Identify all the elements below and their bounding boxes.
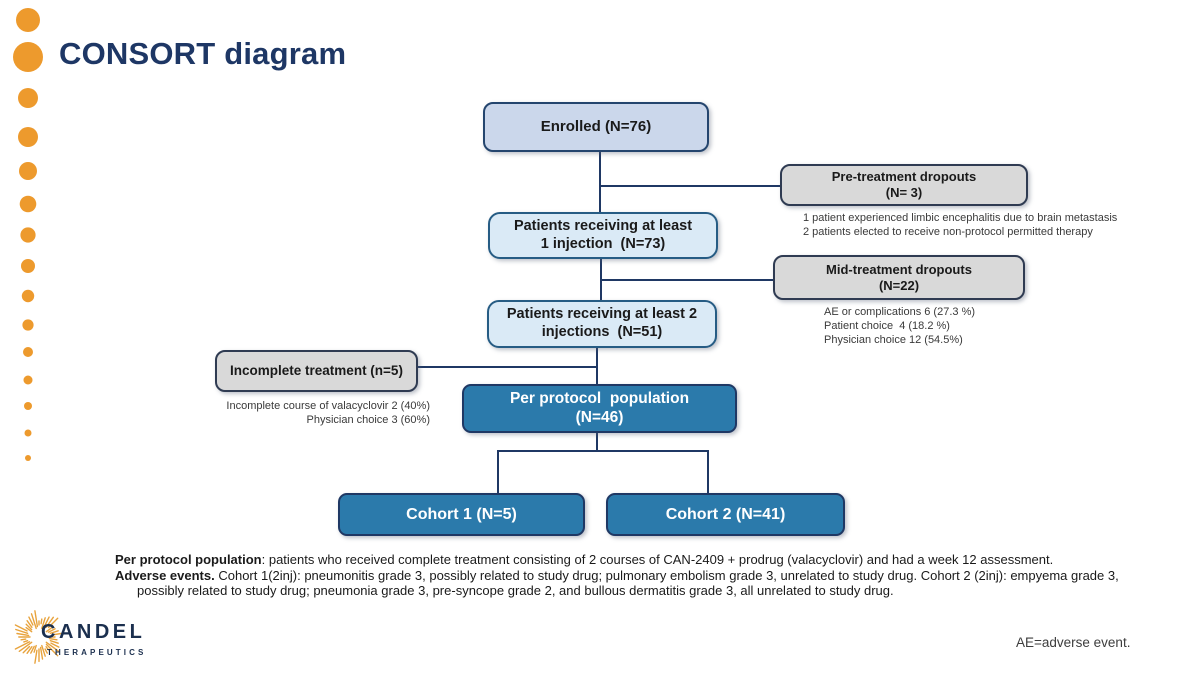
enrolled-box: Enrolled (N=76) (483, 102, 709, 152)
midtreatment-dropouts-label: Mid-treatment dropouts (826, 261, 972, 277)
note-line: AE or complications 6 (27.3 %) (824, 306, 976, 318)
cohort1-label: Cohort 1 (N=5) (406, 505, 517, 523)
abbreviation-note: AE=adverse event. (1016, 635, 1131, 650)
pretreatment-dropouts-notes: 1 patient experienced limbic encephaliti… (803, 212, 1117, 240)
pretreatment-dropouts-label: Pre-treatment dropouts (831, 169, 977, 185)
note-line: Patient choice 4 (18.2 %) (824, 319, 950, 332)
injection2-label: Patients receiving at least 2 (506, 306, 698, 323)
connector-to-cohort1 (497, 450, 499, 494)
side-dots-decoration (13, 8, 43, 461)
note-line: 2 patients elected to receive non-protoc… (803, 225, 1093, 238)
cohort1-box: Cohort 1 (N=5) (338, 493, 585, 536)
footnote-text: Cohort 1(2inj): pneumonitis grade 3, pos… (214, 567, 1119, 583)
note-line: Physician choice 3 (60%) (306, 413, 430, 426)
cohort2-label: Cohort 2 (N=41) (665, 505, 786, 523)
logo-subtitle: THERAPEUTICS (47, 648, 147, 657)
footnote-adverse-events: Adverse events. Cohort 1(2inj): pneumoni… (115, 568, 1160, 584)
connector-enrolled-to-inj1 (599, 152, 601, 213)
cohort2-box: Cohort 2 (N=41) (606, 493, 845, 536)
footnote-lead: Adverse events. (115, 567, 215, 583)
connector-cohort-branch (497, 450, 709, 452)
logo-name: CANDEL (41, 621, 146, 643)
incomplete-treatment-notes: Incomplete course of valacyclovir 2 (40%… (180, 400, 430, 428)
connector-perprotocol-stem (596, 432, 598, 452)
incomplete-treatment-box: Incomplete treatment (n=5) (215, 350, 418, 392)
connector-to-midtreatment-dropouts (601, 279, 774, 281)
footnote-adverse-events-cont: possibly related to study drug; pneumoni… (137, 583, 894, 599)
candel-logo: CANDEL THERAPEUTICS (10, 606, 170, 670)
midtreatment-dropouts-notes: AE or complications 6 (27.3 %) Patient c… (824, 306, 975, 348)
sunburst-icon (14, 610, 62, 664)
injection2-count: injections (N=51) (541, 324, 663, 340)
injection2-box: Patients receiving at least 2 injections… (487, 300, 717, 348)
connector-to-incomplete-treatment (417, 366, 597, 368)
per-protocol-box: Per protocol population (N=46) (462, 384, 737, 433)
incomplete-treatment-label: Incomplete treatment (n=5) (230, 362, 403, 378)
connector-to-pretreatment-dropouts (600, 185, 781, 187)
midtreatment-dropouts-box: Mid-treatment dropouts (N=22) (773, 255, 1025, 300)
note-line: Physician choice 12 (54.5%) (824, 333, 963, 346)
page-title: CONSORT diagram (59, 36, 347, 71)
pretreatment-dropouts-box: Pre-treatment dropouts (N= 3) (780, 164, 1028, 206)
midtreatment-dropouts-count: (N=22) (878, 277, 920, 293)
note-line: 1 patient experienced limbic encephaliti… (803, 212, 1118, 224)
footnote-per-protocol: Per protocol population: patients who re… (115, 552, 1160, 568)
footnote-text: : patients who received complete treatme… (261, 552, 1054, 567)
injection1-label: Patients receiving at least (513, 217, 693, 234)
injection1-count: 1 injection (N=73) (540, 235, 666, 252)
footnote-lead: Per protocol population (115, 552, 262, 567)
footnotes: Per protocol population: patients who re… (115, 552, 1160, 599)
enrolled-label: Enrolled (N=76) (540, 117, 652, 135)
pretreatment-dropouts-count: (N= 3) (885, 185, 923, 200)
per-protocol-count: (N=46) (575, 408, 624, 426)
connector-inj2-to-perprotocol (596, 348, 598, 385)
note-line: Incomplete course of valacyclovir 2 (40%… (226, 400, 430, 412)
injection1-box: Patients receiving at least 1 injection … (488, 212, 718, 259)
connector-to-cohort2 (707, 450, 709, 494)
per-protocol-label: Per protocol population (509, 389, 690, 407)
